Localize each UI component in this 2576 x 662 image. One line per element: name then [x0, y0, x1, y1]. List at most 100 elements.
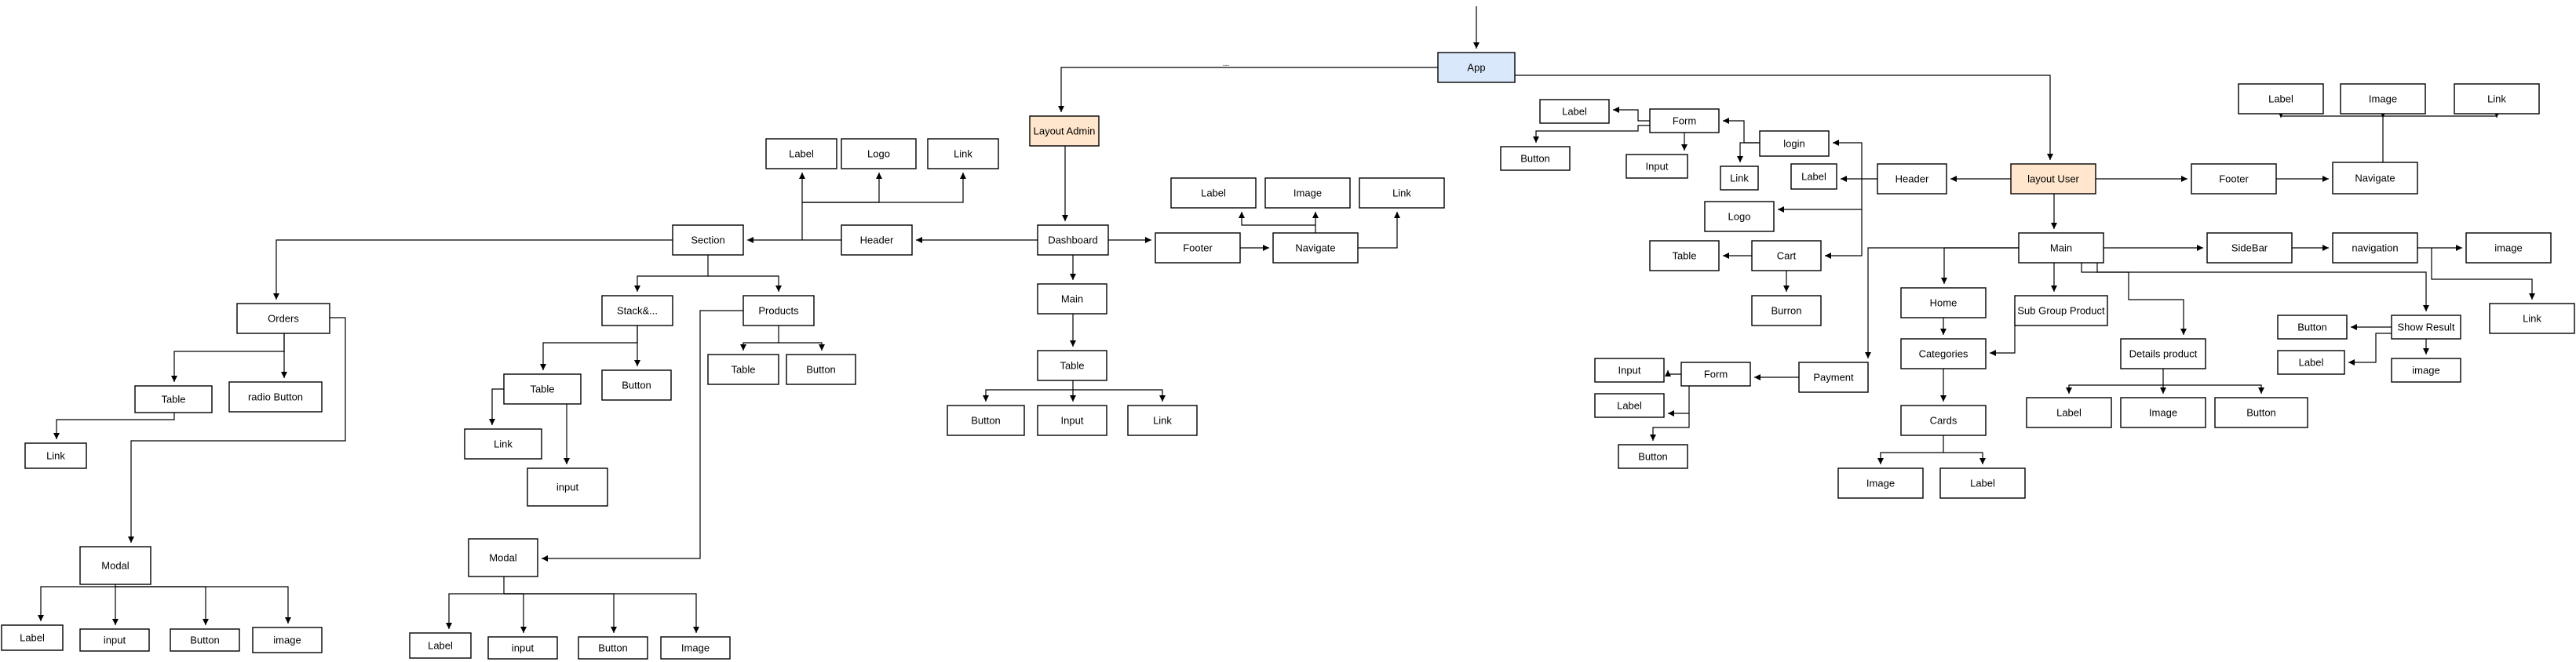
node-orders-modal-label[interactable]: Label [1, 624, 64, 651]
node-admin-header-link[interactable]: Link [927, 138, 999, 169]
node-form[interactable]: Form [1649, 108, 1720, 133]
node-orders-modal-input[interactable]: input [79, 628, 150, 652]
node-payment-label[interactable]: Label [1594, 393, 1665, 418]
node-orders-table-link[interactable]: Link [24, 442, 87, 469]
arrowhead [2258, 387, 2264, 394]
node-orders-modal-image[interactable]: image [252, 627, 323, 653]
node-user-nav-link[interactable]: Link [2454, 83, 2540, 115]
node-box [2014, 295, 2108, 326]
node-sub-group-product[interactable]: Sub Group Product [2014, 295, 2108, 326]
node-admin-header-label[interactable]: Label [765, 138, 837, 169]
node-user-header-label[interactable]: Label [1790, 163, 1837, 190]
node-products-button[interactable]: Button [786, 354, 856, 385]
node-cards[interactable]: Cards [1900, 405, 1987, 436]
node-products-table[interactable]: Table [707, 354, 779, 385]
node-stack-button[interactable]: Button [601, 369, 672, 401]
arrowhead [747, 237, 753, 243]
node-payment[interactable]: Payment [1798, 362, 1869, 393]
node-admin-header-logo[interactable]: Logo [841, 138, 917, 169]
node-orders-modal[interactable]: Modal [79, 546, 151, 585]
arrowhead [273, 293, 279, 300]
node-navigation-image[interactable]: image [2465, 232, 2552, 264]
node-dashboard[interactable]: Dashboard [1037, 224, 1109, 256]
connector-10 [273, 239, 673, 300]
node-cards-image[interactable]: Image [1837, 467, 1924, 499]
node-products-modal-button[interactable]: Button [578, 636, 648, 660]
node-label: Image [2369, 93, 2397, 105]
node-details-image[interactable]: Image [2120, 397, 2206, 428]
node-label: Link [1730, 173, 1749, 184]
node-stack[interactable]: Stack&... [601, 295, 673, 326]
node-orders-table[interactable]: Table [134, 385, 213, 413]
node-admin-nav-label[interactable]: Label [1170, 177, 1257, 209]
node-payment-button[interactable]: Button [1618, 444, 1688, 469]
node-admin-main-table[interactable]: Table [1037, 350, 1107, 381]
node-stack-table[interactable]: Table [503, 373, 582, 405]
node-section[interactable]: Section [672, 224, 744, 256]
node-navigation-link[interactable]: Link [2489, 303, 2575, 334]
node-cart[interactable]: Cart [1751, 240, 1822, 271]
node-app[interactable]: App [1437, 52, 1516, 83]
node-products-modal[interactable]: Modal [468, 538, 538, 577]
connector-9 [802, 173, 966, 203]
node-login-link[interactable]: Link [1720, 166, 1759, 191]
node-show-result-button[interactable]: Button [2277, 315, 2348, 340]
node-admin-table-button[interactable]: Button [947, 405, 1025, 436]
connector-line [1667, 370, 1681, 375]
connector-55 [2276, 176, 2329, 182]
node-layout-user[interactable]: layout User [2010, 163, 2096, 195]
node-admin-nav-link[interactable]: Link [1359, 177, 1445, 209]
node-products-modal-input[interactable]: input [487, 636, 558, 660]
node-form-label[interactable]: Label [1539, 99, 1610, 124]
node-products-modal-image[interactable]: Image [660, 636, 731, 660]
node-details-product[interactable]: Details product [2120, 338, 2206, 369]
node-user-navigate[interactable]: Navigate [2332, 162, 2418, 195]
connector-47 [1613, 107, 1650, 122]
node-details-label[interactable]: Label [2026, 397, 2112, 428]
node-products[interactable]: Products [743, 295, 815, 326]
node-user-nav-label[interactable]: Label [2238, 83, 2324, 115]
node-cards-label[interactable]: Label [1939, 467, 2026, 499]
node-show-result-image[interactable]: image [2391, 358, 2461, 383]
node-orders-modal-button[interactable]: Button [170, 628, 240, 652]
node-products-modal-label[interactable]: Label [409, 632, 472, 659]
node-home[interactable]: Home [1900, 287, 1987, 318]
node-user-nav-image[interactable]: Image [2340, 83, 2426, 115]
node-user-header[interactable]: Header [1877, 163, 1947, 195]
node-label: Home [1930, 297, 1958, 309]
arrowhead [2322, 245, 2329, 251]
node-show-result[interactable]: Show Result [2391, 315, 2461, 340]
node-show-result-label[interactable]: Label [2277, 350, 2345, 375]
node-user-main[interactable]: Main [2018, 232, 2104, 264]
node-stack-table-link[interactable]: Link [464, 428, 542, 460]
node-navigation[interactable]: navigation [2332, 232, 2418, 264]
node-admin-navigate[interactable]: Navigate [1272, 232, 1359, 264]
node-admin-table-input[interactable]: Input [1037, 405, 1107, 436]
node-stack-table-input[interactable]: input [527, 467, 608, 507]
node-form-button[interactable]: Button [1500, 146, 1571, 171]
node-admin-table-link[interactable]: Link [1127, 405, 1198, 436]
node-admin-header[interactable]: Header [841, 224, 913, 256]
node-user-footer[interactable]: Footer [2191, 163, 2277, 195]
node-user-logo[interactable]: Logo [1704, 201, 1775, 232]
node-label: Link [494, 438, 513, 450]
arrowhead [1650, 435, 1656, 441]
node-orders[interactable]: Orders [236, 303, 330, 334]
node-admin-main[interactable]: Main [1037, 283, 1107, 315]
node-orders-radio[interactable]: radio Button [228, 381, 323, 413]
node-admin-nav-image[interactable]: Image [1264, 177, 1351, 209]
connector-45 [1737, 142, 1760, 162]
node-categories[interactable]: Categories [1900, 338, 1987, 369]
node-cart-table[interactable]: Table [1649, 240, 1720, 271]
node-form-input[interactable]: Input [1626, 154, 1688, 179]
node-admin-footer[interactable]: Footer [1155, 232, 1241, 264]
node-cart-button[interactable]: Burron [1751, 295, 1822, 326]
node-layout-admin[interactable]: Layout Admin [1029, 115, 1100, 147]
node-login[interactable]: login [1759, 130, 1830, 157]
arrowhead [2181, 176, 2187, 182]
node-payment-input[interactable]: Input [1594, 358, 1665, 383]
node-details-button[interactable]: Button [2214, 397, 2308, 428]
connector-6 [747, 237, 841, 243]
node-sidebar[interactable]: SideBar [2206, 232, 2293, 264]
node-payment-form[interactable]: Form [1680, 362, 1751, 387]
